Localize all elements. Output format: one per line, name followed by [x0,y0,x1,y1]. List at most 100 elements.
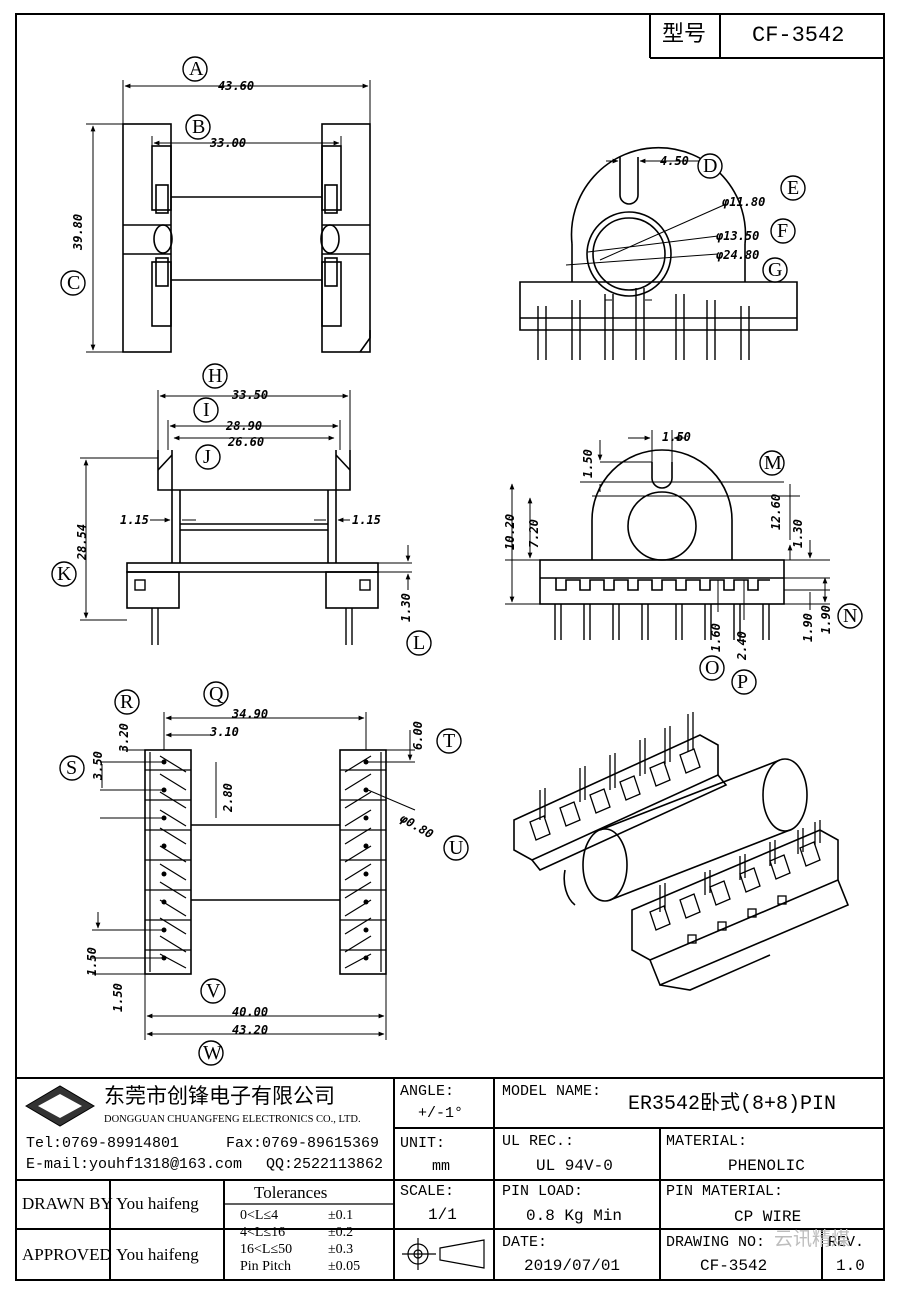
dim-q: 34.90 [232,707,269,721]
rev-label: REV. [828,1234,865,1251]
logo-text: CF [50,1097,72,1115]
angle-label: ANGLE: [400,1083,455,1100]
email: E-mail:youhf1318@163.com [26,1156,243,1173]
ul-label: UL REC.: [502,1133,575,1150]
company-logo [25,1085,95,1127]
callout-o: O [705,657,720,679]
dim-v: 40.00 [232,1005,269,1019]
dim-1-30: 1.30 [791,519,805,548]
approved-value: You haifeng [116,1245,199,1264]
callout-j: J [203,446,211,468]
callout-s: S [66,757,78,779]
projection-symbol-icon [402,1238,485,1270]
rev-value: 1.0 [836,1257,865,1275]
dim-left-wall: 1.15 [120,513,149,527]
dim-b: 33.00 [210,136,247,150]
dim-e: φ11.80 [722,195,766,209]
front-view [86,80,371,353]
dim-3-10: 3.10 [210,725,239,739]
callout-e: E [787,177,800,199]
callout-a: A [189,58,204,80]
model-name-label: MODEL NAME: [502,1083,602,1100]
drawing-no-value: CF-3542 [700,1257,768,1275]
dim-d: 4.50 [660,154,689,168]
callout-g: G [768,259,783,281]
fax: Fax:0769-89615369 [226,1135,380,1152]
date-label: DATE: [502,1234,548,1251]
dim-i: 28.90 [226,419,263,433]
callout-i: I [203,399,210,421]
dim-g: φ24.80 [716,248,760,262]
callout-l: L [413,632,426,654]
callout-v: V [206,980,221,1002]
material-value: PHENOLIC [728,1157,805,1175]
company-name-en: DONGGUAN CHUANGFENG ELECTRONICS CO., LTD… [104,1114,361,1125]
tolerance-value-4: ±0.05 [328,1259,361,1274]
dim-t: 6.00 [411,721,425,750]
dim-1-90b: 1.90 [819,605,833,634]
callout-b: B [192,116,206,138]
drawn-by-label: DRAWN BY [22,1194,113,1213]
dim-2-80: 2.80 [221,783,235,812]
dim-7-20: 7.20 [527,519,541,548]
callout-n: N [843,605,858,627]
pin-material-label: PIN MATERIAL: [666,1183,784,1200]
angle-value: +/-1° [418,1105,464,1122]
dim-f: φ13.50 [716,229,760,243]
sheet-border [15,13,885,1281]
dim-w: 43.20 [232,1023,269,1037]
dim-k: 28.54 [75,523,89,560]
callout-q: Q [209,683,224,705]
dim-top-2: 1.50 [662,430,691,444]
dim-l: 1.30 [399,593,413,622]
scale-label: SCALE: [400,1183,455,1200]
tolerance-value-3: ±0.3 [328,1242,354,1257]
callout-w: W [203,1042,222,1064]
bottom-view [80,390,412,645]
tel: Tel:0769-89914801 [26,1135,180,1152]
side-view [519,146,798,360]
dim-r: 3.20 [117,723,131,752]
plan-view [92,712,416,1040]
callout-p: P [737,671,749,693]
pin-load-label: PIN LOAD: [502,1183,584,1200]
dim-1-50b: 1.50 [111,983,125,1012]
callout-c: C [67,272,81,294]
model-code: CF-3542 [752,23,845,48]
tolerance-value-2: ±0.2 [328,1225,354,1240]
callout-h: H [208,365,223,387]
dim-j: 26.60 [228,435,265,449]
dim-10-20: 10.20 [503,513,517,550]
title-block-grid [16,1077,884,1280]
header-box [649,14,884,59]
dim-p: 2.40 [735,631,749,660]
callout-d: D [703,155,718,177]
unit-value: mm [432,1158,451,1175]
date-value: 2019/07/01 [524,1257,621,1275]
isometric-view [513,712,850,991]
end-view [505,430,830,640]
dim-a: 43.60 [218,79,255,93]
tolerances-title: Tolerances [254,1183,328,1202]
tolerance-range-1: 0<L≤4 [240,1208,279,1223]
dim-s: 3.50 [91,751,105,780]
callout-t: T [443,730,456,752]
tolerance-range-4: Pin Pitch [240,1259,291,1274]
dim-m: 12.60 [769,493,783,530]
callout-f: F [777,220,789,242]
drawn-by-value: You haifeng [116,1194,199,1213]
callout-u: U [449,837,464,859]
tolerance-range-3: 16<L≤50 [240,1242,293,1257]
dim-right-wall: 1.15 [352,513,381,527]
callout-k: K [57,563,72,585]
ul-value: UL 94V-0 [536,1157,613,1175]
qq: QQ:2522113862 [266,1156,384,1173]
dim-1-90a: 1.90 [801,613,815,642]
dim-top-1: 1.50 [581,449,595,478]
approved-label: APPROVED [22,1245,112,1264]
dim-h: 33.50 [232,388,269,402]
scale-value: 1/1 [428,1206,457,1224]
model-name-value: ER3542卧式(8+8)PIN [628,1093,837,1116]
type-label: 型号 [662,22,707,47]
